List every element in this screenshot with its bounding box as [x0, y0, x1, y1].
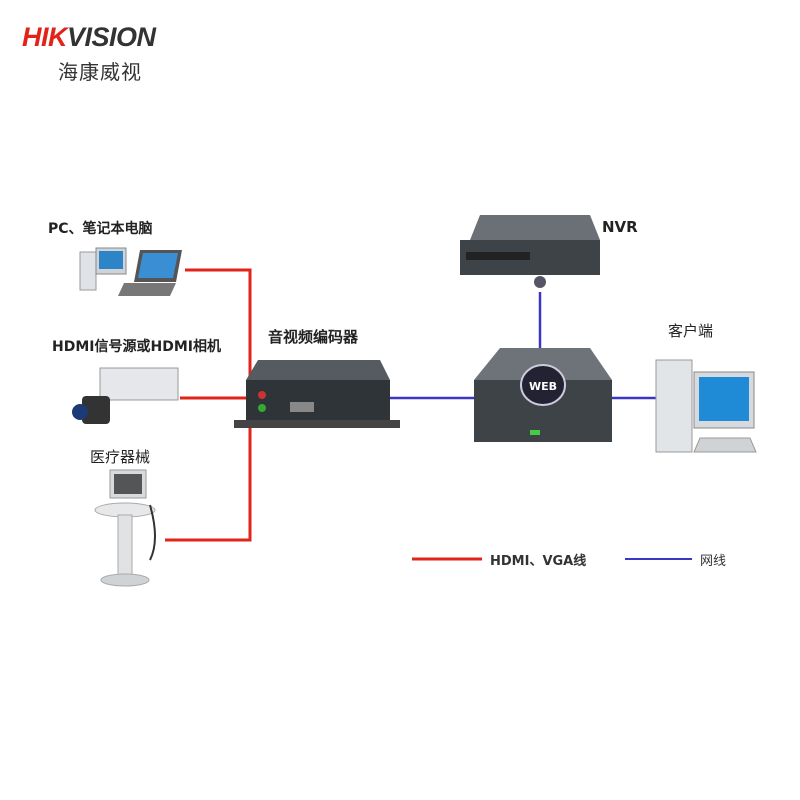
- label-encoder: 音视频编码器: [268, 328, 359, 346]
- web-switch-icon: WEB: [474, 348, 612, 442]
- label-nvr: NVR: [602, 218, 638, 236]
- encoder-icon: [234, 360, 400, 428]
- network-cables: [390, 292, 658, 400]
- label-camera: HDMI信号源或HDMI相机: [52, 339, 221, 355]
- pc-laptop-icon: [79, 247, 182, 296]
- hikvision-logo: HIKVISION: [22, 22, 156, 53]
- label-pc: PC、笔记本电脑: [48, 221, 153, 237]
- nvr-icon: [460, 215, 600, 288]
- camera-icon: [72, 367, 179, 424]
- legend-network: 网线: [700, 554, 727, 569]
- web-badge: WEB: [529, 380, 557, 393]
- label-client: 客户端: [668, 322, 714, 340]
- client-pc-icon: [655, 359, 757, 453]
- logo-chinese: 海康威视: [58, 60, 142, 84]
- logo-red-text: HIK: [22, 22, 68, 52]
- medical-device-icon: [94, 469, 156, 587]
- legend-hdmi-vga: HDMI、VGA线: [490, 554, 587, 569]
- label-medical: 医疗器械: [90, 448, 151, 466]
- cable-pc: [165, 268, 252, 542]
- logo-dark-text: VISION: [67, 22, 156, 52]
